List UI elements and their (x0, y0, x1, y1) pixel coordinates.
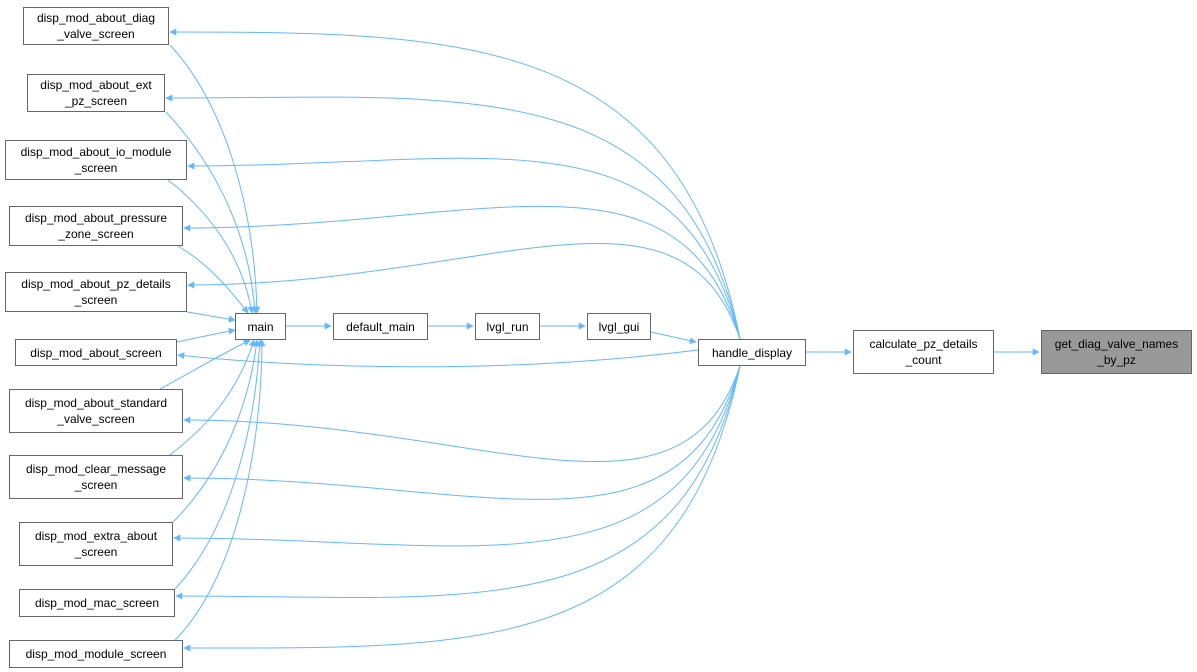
edge-extra_about-to-main (172, 339, 260, 523)
node-disp-mod-about-pressure-zone-screen[interactable]: disp_mod_about_pressure _zone_screen (9, 206, 183, 246)
node-label-line2: _screen (74, 293, 118, 307)
edge-lvgl_gui-to-handle_display (650, 331, 697, 345)
node-label-line1: disp_mod_about_ext (40, 78, 152, 92)
node-label-line1: main (247, 319, 274, 334)
node-disp-mod-module-screen[interactable]: disp_mod_module_screen (9, 640, 183, 668)
node-disp-mod-about-ext-pz-screen[interactable]: disp_mod_about_ext _pz_screen (27, 74, 165, 112)
node-disp-mod-mac-screen[interactable]: disp_mod_mac_screen (19, 589, 175, 617)
node-disp-mod-about-io-module-screen[interactable]: disp_mod_about_io_module _screen (5, 140, 187, 180)
node-get-diag-valve-names-by-pz: get_diag_valve_names _by_pz (1041, 330, 1192, 374)
edge-clear_message-to-main (169, 339, 256, 456)
node-disp-mod-about-standard-valve-screen[interactable]: disp_mod_about_standard _valve_screen (9, 389, 183, 433)
edge-handle-display-to-clear_message (183, 365, 741, 500)
node-label-line1: lvgl_run (486, 319, 529, 334)
edge-handle-display-to-about_diag (169, 28, 741, 340)
edge-module_screen-to-main (174, 339, 266, 641)
node-label-line1: disp_mod_module_screen (25, 647, 167, 661)
node-handle-display[interactable]: handle_display (698, 339, 806, 366)
node-default-main[interactable]: default_main (333, 313, 428, 340)
node-label-line1: disp_mod_clear_message (25, 462, 167, 476)
node-lvgl-run[interactable]: lvgl_run (475, 313, 540, 340)
node-label-line1: get_diag_valve_names (1054, 337, 1179, 351)
edge-handle-display-to-extra_about (173, 365, 741, 547)
node-label-line2: _pz_screen (64, 94, 128, 108)
node-main[interactable]: main (235, 313, 286, 340)
edge-about_diag-to-main (169, 44, 261, 314)
edge-handle-display-to-about_standard (183, 365, 741, 463)
edge-handle-display-to-about_pressure (183, 205, 741, 340)
edge-about_ext-to-main (165, 111, 259, 314)
node-calculate-pz-details-count[interactable]: calculate_pz_details _count (853, 330, 994, 374)
node-label-line1: default_main (346, 319, 415, 334)
edge-about_pressure-to-main (177, 245, 249, 314)
edge-handle-display-to-module_screen (183, 365, 741, 652)
node-label-line1: handle_display (711, 345, 793, 360)
edge-handle-display-to-about_ext (165, 94, 741, 340)
node-disp-mod-clear-message-screen[interactable]: disp_mod_clear_message _screen (9, 455, 183, 499)
edge-about_screen-to-main (176, 327, 236, 343)
node-disp-mod-about-diag-valve-screen[interactable]: disp_mod_about_diag _valve_screen (23, 7, 169, 45)
edge-mac_screen-to-main (174, 339, 264, 590)
node-label-line1: disp_mod_about_io_module (20, 145, 172, 159)
node-label-line2: _screen (74, 478, 118, 492)
node-label-line2: _screen (74, 161, 118, 175)
node-label-line2: _zone_screen (58, 227, 134, 241)
node-label-line1: disp_mod_about_diag (36, 11, 156, 25)
node-label-line2: _valve_screen (57, 412, 135, 426)
node-label-line1: disp_mod_about_pressure (24, 211, 168, 225)
node-disp-mod-about-screen[interactable]: disp_mod_about_screen (15, 339, 177, 366)
node-label-line1: calculate_pz_details (869, 337, 978, 351)
node-label-line1: disp_mod_mac_screen (34, 596, 160, 610)
node-label-line2: _valve_screen (57, 27, 135, 41)
edge-about_pz_details-to-main (186, 311, 236, 323)
node-label-line1: disp_mod_about_screen (30, 345, 162, 360)
node-label-line1: disp_mod_extra_about (34, 529, 158, 543)
node-label-line1: disp_mod_about_standard (24, 396, 168, 410)
node-label-line2: _count (905, 353, 942, 367)
edge-handle-display-to-about_pz_details (187, 242, 741, 340)
edge-handle-display-to-about_screen (177, 349, 699, 368)
node-label-line1: lvgl_gui (598, 319, 640, 334)
node-label-line2: _by_pz (1097, 353, 1136, 367)
node-disp-mod-about-pz-details-screen[interactable]: disp_mod_about_pz_details _screen (5, 272, 187, 312)
node-label-line1: disp_mod_about_pz_details (21, 277, 171, 291)
edge-handle-display-to-mac_screen (175, 365, 741, 600)
node-label-line2: _screen (74, 545, 118, 559)
edge-handle-display-to-about_io (187, 157, 741, 340)
edge-about_standard-to-main (159, 339, 251, 390)
node-disp-mod-extra-about-screen[interactable]: disp_mod_extra_about _screen (19, 522, 173, 566)
edge-about_io-to-main (167, 179, 255, 314)
node-lvgl-gui[interactable]: lvgl_gui (587, 313, 651, 340)
